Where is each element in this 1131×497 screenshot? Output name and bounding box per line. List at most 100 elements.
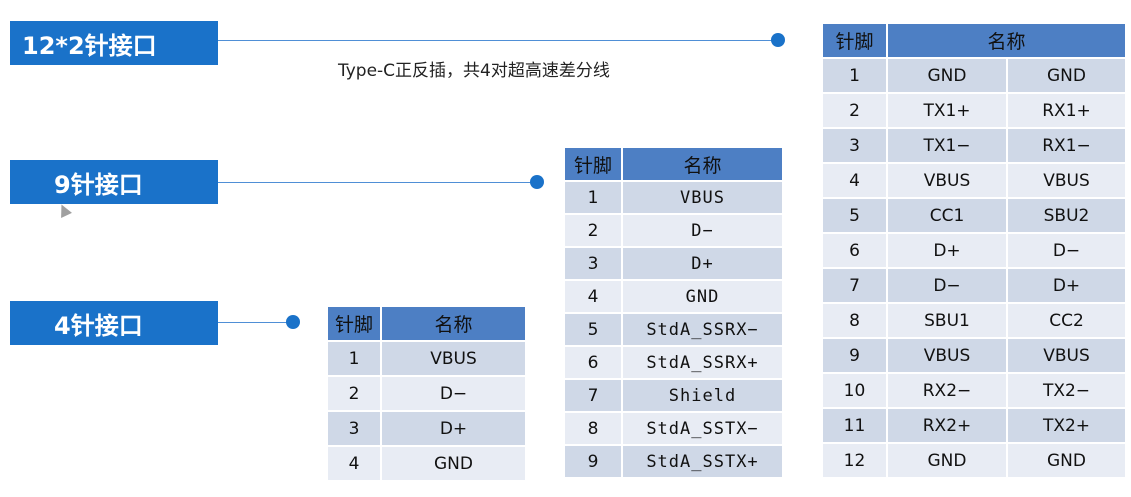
connector-line-4pin [218, 322, 290, 323]
header-name: 名称 [886, 24, 1125, 57]
pin-number: 8 [565, 413, 621, 444]
pin-number: 9 [565, 446, 621, 477]
pin-name-b: GND [1006, 59, 1125, 92]
connector-dot-9pin [530, 175, 544, 189]
pin-number: 6 [823, 234, 886, 267]
pin-number: 10 [823, 374, 886, 407]
pin-number: 3 [823, 129, 886, 162]
pin-name-b: RX1− [1006, 129, 1125, 162]
pin-number: 3 [565, 248, 621, 279]
pin-number: 1 [565, 182, 621, 213]
pin-number: 2 [823, 94, 886, 127]
pin-name-b: RX1+ [1006, 94, 1125, 127]
pin-name: Shield [621, 380, 782, 411]
pin-name: D− [621, 215, 782, 246]
connector-dot-12x2 [771, 33, 785, 47]
pin-name: D− [380, 377, 525, 410]
pin-name: StdA_SSTX− [621, 413, 782, 444]
table-row: 2 D− [328, 377, 525, 410]
pin-name-a: D+ [886, 234, 1006, 267]
pin-number: 1 [328, 342, 380, 375]
pin-number: 9 [823, 339, 886, 372]
pin-number: 7 [823, 269, 886, 302]
pin-number: 7 [565, 380, 621, 411]
pin-name-a: RX2− [886, 374, 1006, 407]
pin-number: 3 [328, 412, 380, 445]
table-row: 4 GND [328, 447, 525, 480]
table-row: 1 VBUS [328, 342, 525, 375]
label-12x2-text: 12*2针接口 [22, 31, 157, 60]
header-pin: 针脚 [823, 24, 886, 57]
pin-name-b: CC2 [1006, 304, 1125, 337]
pin-name: StdA_SSTX+ [621, 446, 782, 477]
pin-number: 4 [565, 281, 621, 312]
pin-name-b: TX2+ [1006, 409, 1125, 442]
label-9pin-text: 9针接口 [54, 170, 143, 199]
label-4pin-connector: 4针接口 [10, 301, 218, 345]
pin-name: StdA_SSRX+ [621, 347, 782, 378]
mouse-pointer-icon [56, 202, 72, 218]
connector-dot-4pin [286, 315, 300, 329]
pin-name-a: VBUS [886, 339, 1006, 372]
pin-name-b: VBUS [1006, 339, 1125, 372]
pin-name-b: D− [1006, 234, 1125, 267]
pin-number: 1 [823, 59, 886, 92]
header-name: 名称 [380, 307, 525, 340]
pin-name: D+ [380, 412, 525, 445]
pin-name-a: GND [886, 444, 1006, 477]
pin-name-a: TX1− [886, 129, 1006, 162]
pin-name-b: TX2− [1006, 374, 1125, 407]
pin-number: 5 [823, 199, 886, 232]
pin-number: 11 [823, 409, 886, 442]
header-pin: 针脚 [328, 307, 380, 340]
pin-name-a: VBUS [886, 164, 1006, 197]
typec-note: Type-C正反插，共4对超高速差分线 [338, 61, 610, 81]
header-pin: 针脚 [565, 148, 621, 180]
pin-name-a: RX2+ [886, 409, 1006, 442]
connector-line-12x2 [218, 40, 778, 41]
pin-number: 4 [823, 164, 886, 197]
pin-number: 2 [328, 377, 380, 410]
pin-name-b: VBUS [1006, 164, 1125, 197]
pin-name: D+ [621, 248, 782, 279]
pin-name: VBUS [380, 342, 525, 375]
pin-number: 12 [823, 444, 886, 477]
pin-name-a: D− [886, 269, 1006, 302]
pin-name-a: CC1 [886, 199, 1006, 232]
table-row: 3 D+ [328, 412, 525, 445]
pin-number: 5 [565, 314, 621, 345]
pin-name: VBUS [621, 182, 782, 213]
pin-name-b: SBU2 [1006, 199, 1125, 232]
pin-name: StdA_SSRX− [621, 314, 782, 345]
header-name: 名称 [621, 148, 782, 180]
pin-name-a: GND [886, 59, 1006, 92]
pin-name: GND [621, 281, 782, 312]
label-9pin-connector: 9针接口 [10, 160, 218, 204]
pin-name: GND [380, 447, 525, 480]
label-4pin-text: 4针接口 [54, 311, 143, 340]
pin-number: 2 [565, 215, 621, 246]
pin-number: 6 [565, 347, 621, 378]
pin-name-a: SBU1 [886, 304, 1006, 337]
